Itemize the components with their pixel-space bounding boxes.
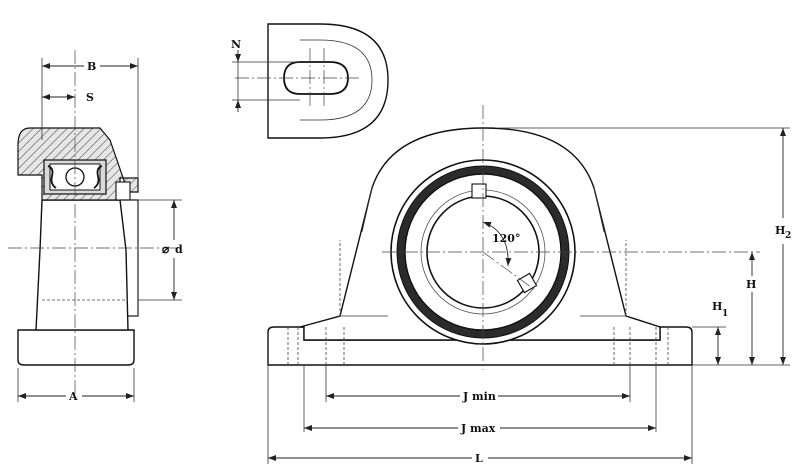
side-view-seal-left [47,165,57,189]
dimension-jmax-label: J max [460,422,496,435]
side-view: B S ⌀ d A [8,50,183,403]
dimension-l-label: L [475,452,483,465]
dimension-d-symbol: ⌀ [162,242,170,256]
dimension-s-label: S [86,91,94,104]
dimension-jmin-label: J min [462,390,496,403]
slot-detail-outline [267,23,389,139]
slot-detail-slot [283,61,349,95]
dimension-h2-subscript: 2 [785,231,791,241]
front-view-set-screw-top [471,183,487,199]
dimension-h1-subscript: 1 [722,309,728,319]
slot-detail-view: N [231,23,389,139]
front-view-angle-label: 120° [492,232,520,245]
front-view: 120° H 2 H H 1 J min [267,105,791,465]
front-view-set-screw-angled [516,272,538,294]
dimension-h1-label: H [712,300,722,313]
dimension-n-label: N [231,38,241,51]
dimension-b-label: B [87,60,96,73]
side-view-seal-right [93,165,103,189]
side-view-base [17,329,135,366]
dimension-h-label: H [746,278,756,291]
side-view-set-screw [115,181,131,201]
front-view-angle-arc [482,221,512,267]
dimension-a-label: A [68,390,78,403]
dimension-d-label: d [175,243,183,256]
side-view-pedestal [35,199,129,331]
dimension-h2-label: H [775,224,785,237]
